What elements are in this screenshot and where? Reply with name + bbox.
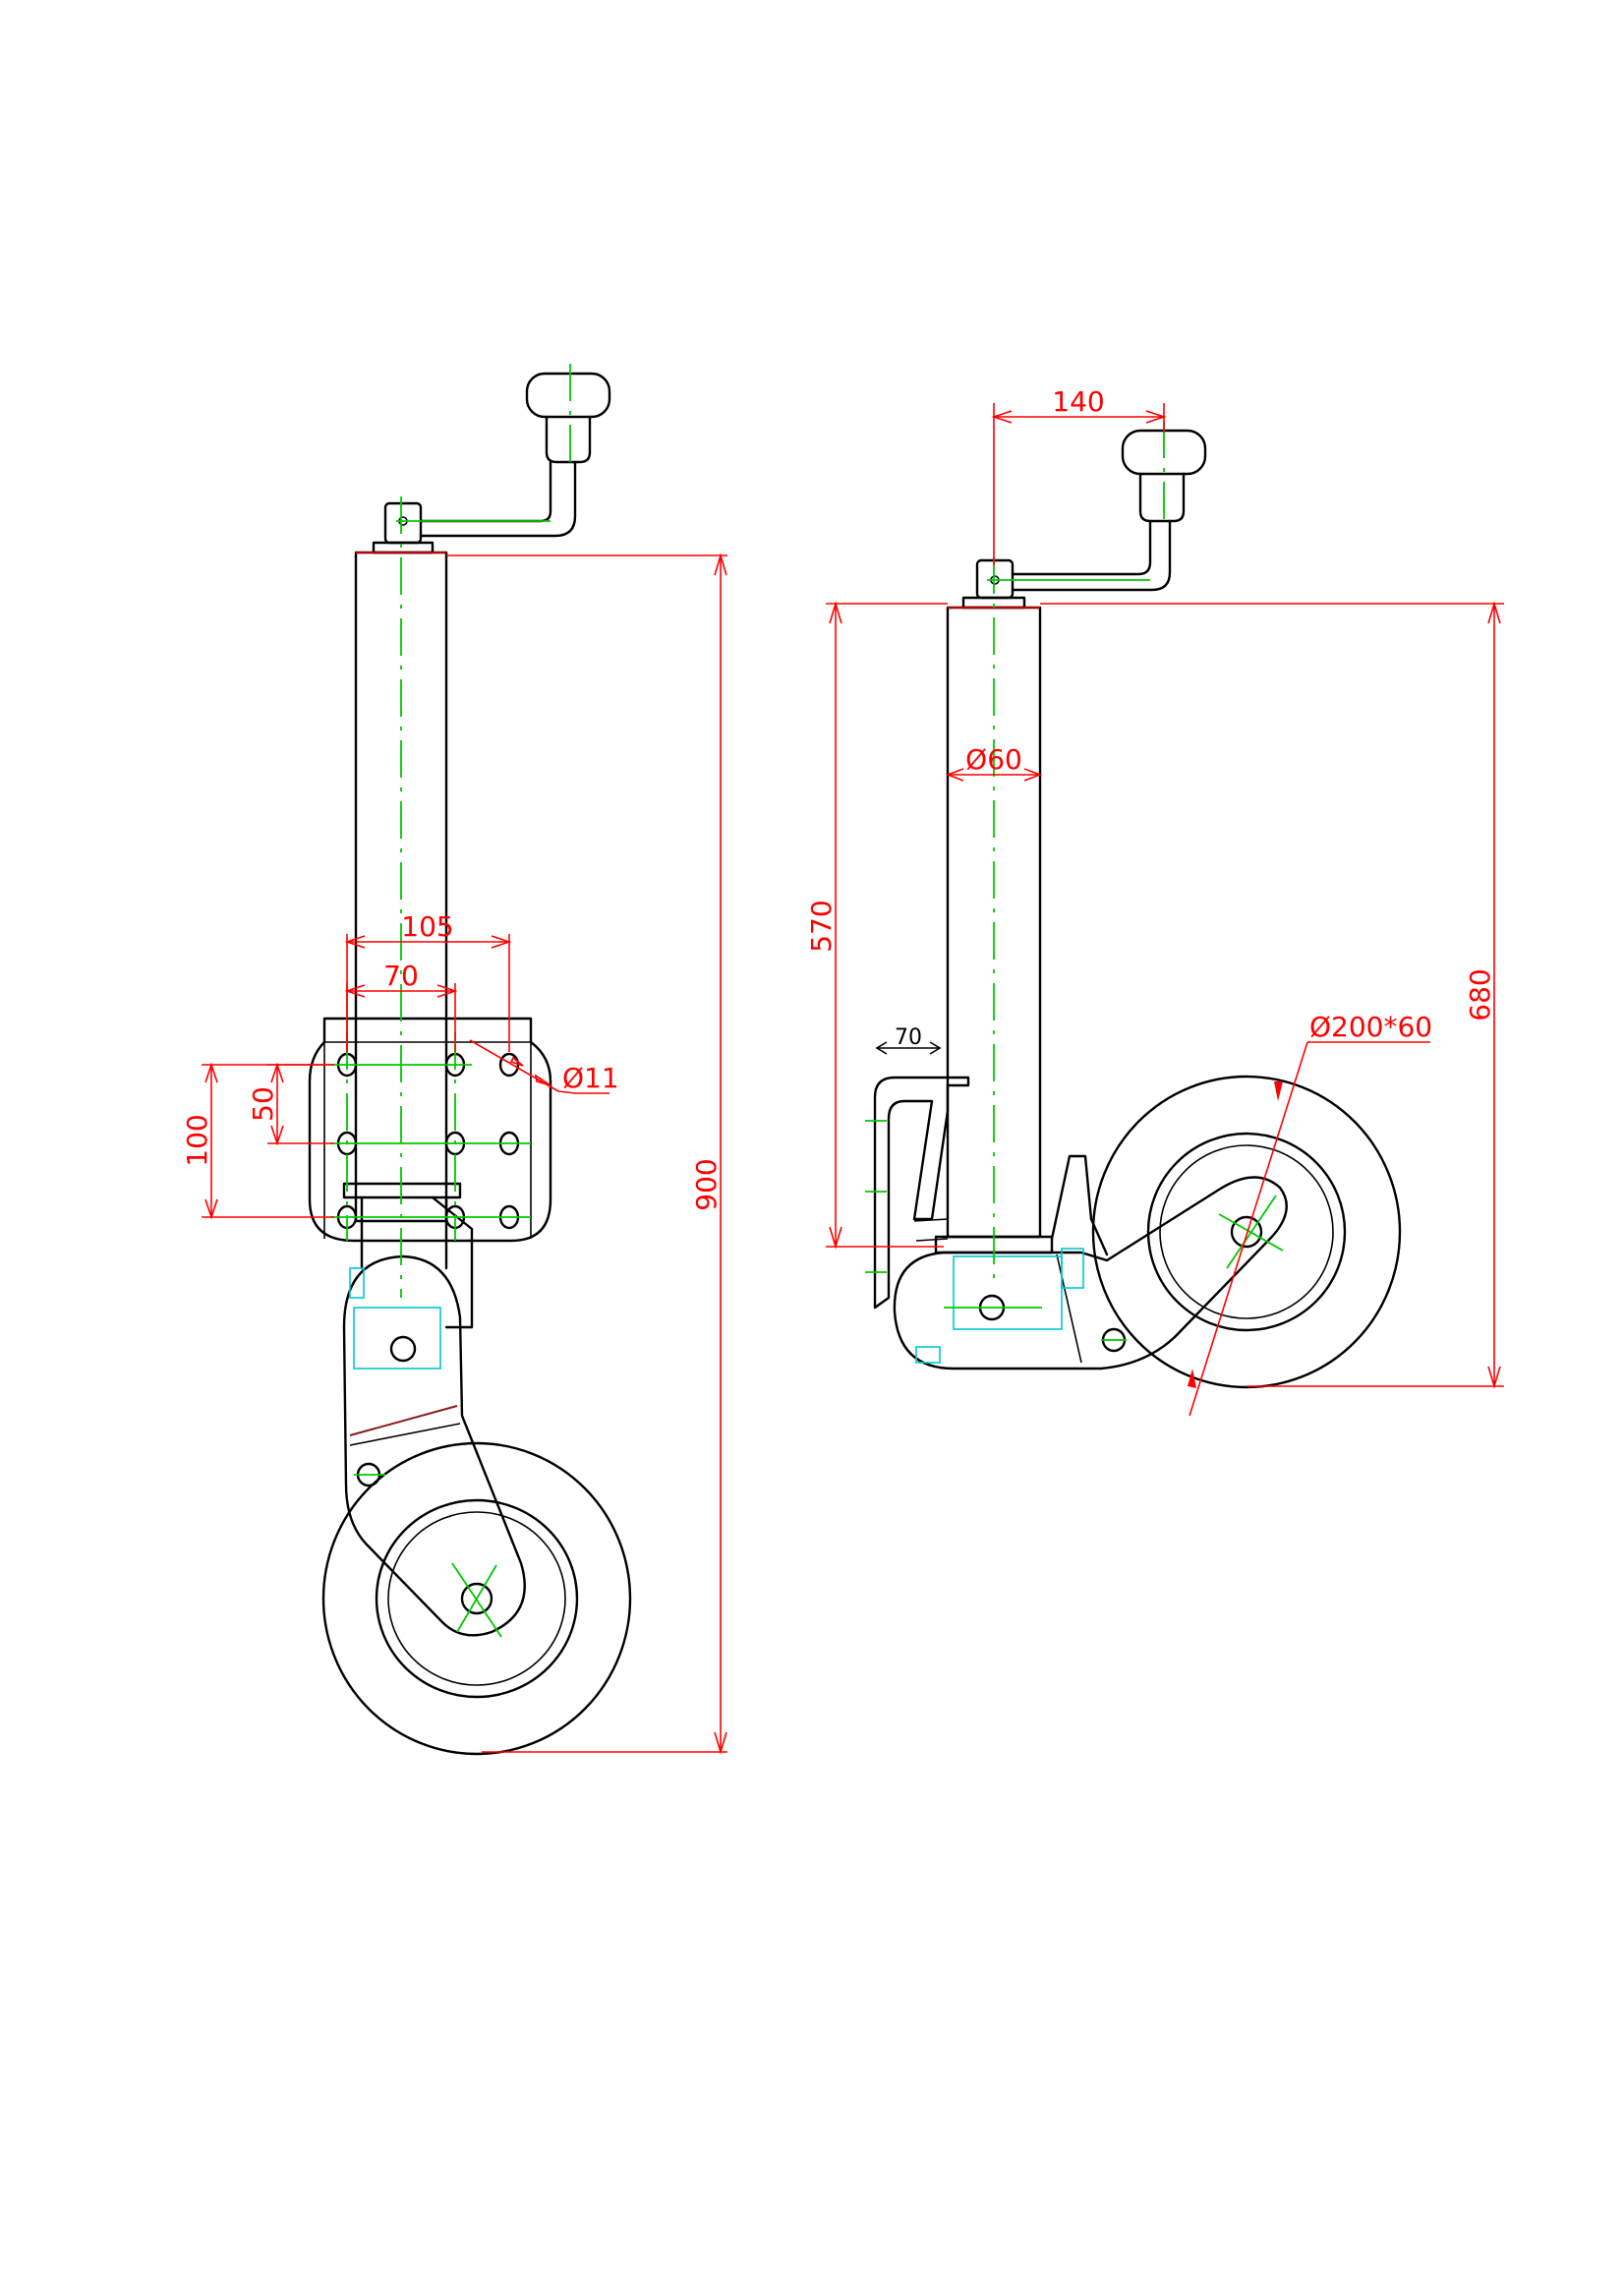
side-fork — [893, 1176, 1288, 1370]
side-dim-70: 70 — [875, 1025, 942, 1055]
front-collar — [342, 1182, 462, 1199]
front-swivel-fork — [342, 1254, 526, 1637]
front-dim-70: 70 — [344, 960, 458, 1052]
front-dim-100: 100 — [181, 1062, 334, 1220]
side-dim-680-label: 680 — [1464, 968, 1496, 1020]
front-dim-overall-height-label: 900 — [690, 1158, 723, 1210]
front-view: 900 105 70 50 — [181, 364, 727, 1756]
front-dim-hole-diameter: Ø11 — [469, 1039, 619, 1094]
front-hidden-detail — [353, 1307, 441, 1370]
front-dim-70-label: 70 — [383, 960, 419, 992]
side-mounting-bracket — [873, 1076, 970, 1310]
side-dim-wheel: Ø200*60 — [1188, 1011, 1432, 1417]
front-dim-105: 105 — [344, 910, 512, 1052]
front-mounting-bracket — [308, 1017, 552, 1243]
front-dim-105-label: 105 — [401, 910, 453, 943]
front-dim-hole-diameter-label: Ø11 — [562, 1062, 619, 1094]
front-fork-pivot — [389, 1335, 417, 1363]
side-view: 140 Ø60 570 680 70 — [805, 385, 1504, 1417]
front-dim-50-label: 50 — [247, 1086, 279, 1122]
side-dim-680: 680 — [1040, 601, 1504, 1389]
side-crank-arm — [1011, 519, 1172, 592]
side-crank-pivot — [975, 558, 1015, 600]
side-wheel — [1091, 1075, 1402, 1389]
side-dim-570: 570 — [805, 601, 948, 1250]
side-dim-570-label: 570 — [805, 900, 838, 952]
side-dim-70-label: 70 — [895, 1025, 922, 1050]
front-handle-knob — [525, 372, 611, 464]
front-dim-50: 50 — [247, 1062, 334, 1146]
front-bolt-holes — [336, 1052, 520, 1230]
front-crank-arm — [419, 460, 577, 538]
side-dim-tube-diameter: Ø60 — [945, 743, 1043, 782]
side-dim-wheel-label: Ø200*60 — [1309, 1011, 1432, 1043]
front-crank-pivot — [383, 501, 423, 545]
front-wheel — [321, 1441, 632, 1756]
front-dim-100-label: 100 — [181, 1114, 213, 1166]
side-hidden-detail — [953, 1255, 1063, 1330]
side-dim-140: 140 — [991, 385, 1167, 565]
front-dim-overall-height: 900 — [446, 553, 727, 1755]
side-dim-140-label: 140 — [1052, 385, 1104, 418]
side-dim-tube-diameter-label: Ø60 — [965, 743, 1022, 776]
